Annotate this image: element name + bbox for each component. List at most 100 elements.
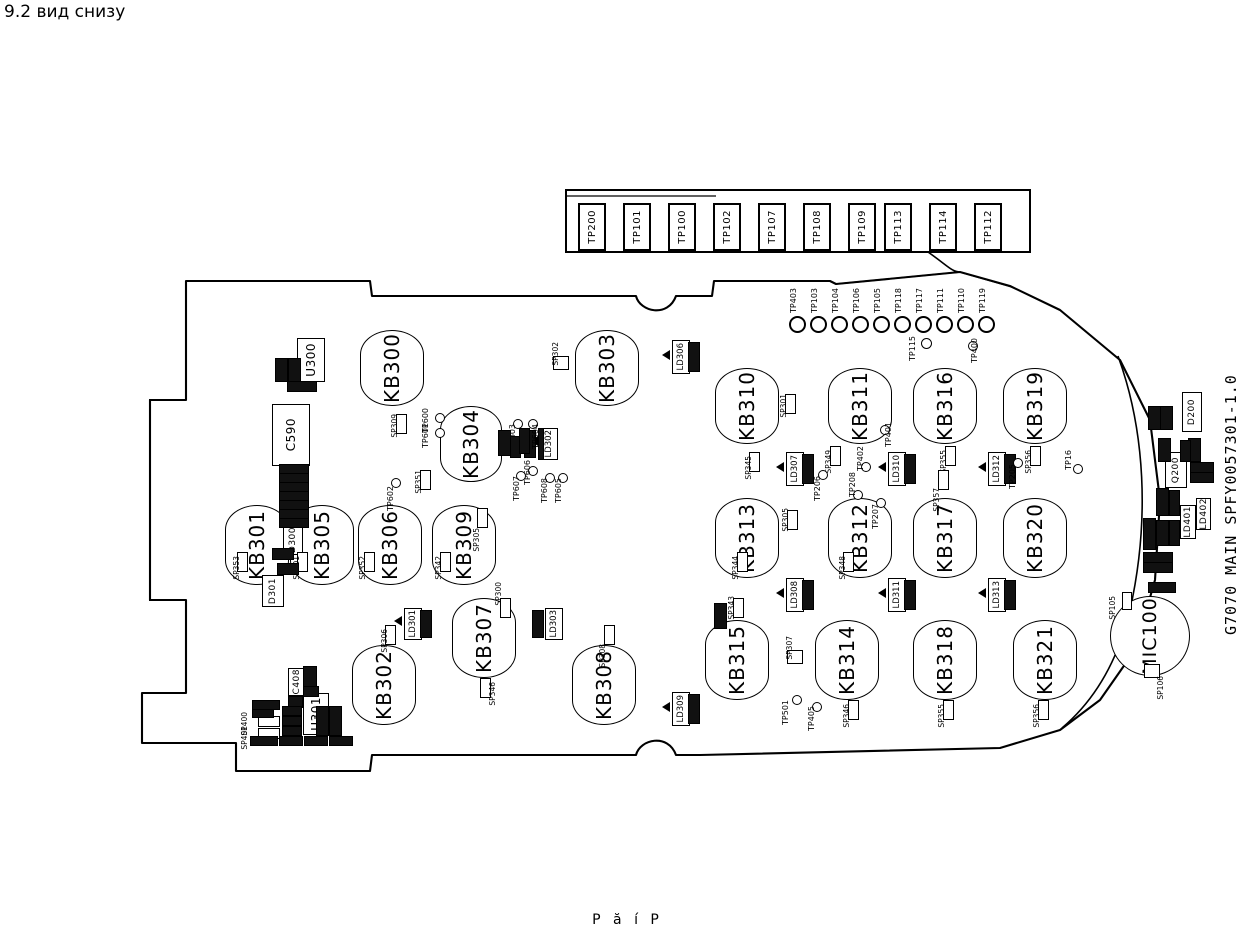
connector-tp113[interactable]: TP113 <box>884 203 912 251</box>
keypad-button-kb310[interactable]: KB310 <box>715 368 779 444</box>
test-point-tp601[interactable] <box>435 428 445 438</box>
test-point-tp16[interactable] <box>1073 464 1083 474</box>
test-point-tp106[interactable] <box>852 316 869 333</box>
solder-pad-sp352[interactable] <box>364 552 375 572</box>
test-point-tp205[interactable] <box>1013 458 1023 468</box>
test-point-tp401[interactable] <box>880 425 890 435</box>
test-point-tp206[interactable] <box>818 470 828 480</box>
component-label: U300 <box>304 343 318 377</box>
component-u300[interactable]: U300 <box>297 338 325 382</box>
component-ld402[interactable]: LD402 <box>1196 498 1211 530</box>
connector-tp101[interactable]: TP101 <box>623 203 651 251</box>
component-d301[interactable]: D301 <box>262 575 284 607</box>
solder-pad-sp305b[interactable] <box>787 510 798 530</box>
solder-pad-sp346[interactable] <box>480 678 491 698</box>
solder-pad-label: SP345 <box>744 456 753 480</box>
test-point-tp208[interactable] <box>853 490 863 500</box>
connector-tp100[interactable]: TP100 <box>668 203 696 251</box>
test-point-label: TP105 <box>873 288 882 313</box>
keypad-button-kb312[interactable]: KB312 <box>828 498 892 578</box>
keypad-button-kb306[interactable]: KB306 <box>358 505 422 585</box>
test-point-tp111[interactable] <box>936 316 953 333</box>
test-point-tp103[interactable] <box>810 316 827 333</box>
solder-pad-sp351[interactable] <box>420 470 431 490</box>
connector-tp200[interactable]: TP200 <box>578 203 606 251</box>
test-point-tp608[interactable] <box>545 473 555 483</box>
solder-pad-sp306[interactable] <box>385 625 396 645</box>
test-point-tp110[interactable] <box>957 316 974 333</box>
keypad-button-kb316[interactable]: KB316 <box>913 368 977 444</box>
test-point-tp117[interactable] <box>915 316 932 333</box>
test-point-tp606[interactable] <box>528 466 538 476</box>
solder-pad-sp355[interactable] <box>945 446 956 466</box>
silkscreen-block <box>1158 438 1171 462</box>
led-ld303[interactable]: LD303 <box>545 608 563 640</box>
component-c590[interactable]: C590 <box>272 404 310 466</box>
connector-tp102[interactable]: TP102 <box>713 203 741 251</box>
resistor-block <box>904 580 916 610</box>
keypad-button-kb320[interactable]: KB320 <box>1003 498 1067 578</box>
keypad-button-kb317[interactable]: KB317 <box>913 498 977 578</box>
component-label: C590 <box>284 418 298 452</box>
test-point-tp207[interactable] <box>876 498 886 508</box>
keypad-button-kb304[interactable]: KB304 <box>440 406 502 482</box>
keypad-button-kb300[interactable]: KB300 <box>360 330 424 406</box>
solder-pad-sp309[interactable] <box>396 414 407 434</box>
connector-tp112[interactable]: TP112 <box>974 203 1002 251</box>
solder-pad-sp356b[interactable] <box>1038 700 1049 720</box>
connector-tp107[interactable]: TP107 <box>758 203 786 251</box>
solder-pad-sp301b[interactable] <box>785 394 796 414</box>
connector-tp109[interactable]: TP109 <box>848 203 876 251</box>
solder-pad-sp106[interactable] <box>1144 664 1160 678</box>
solder-pad-sp300[interactable] <box>500 598 511 618</box>
solder-pad-sp345[interactable] <box>749 452 760 472</box>
test-point-label: TP117 <box>915 288 924 313</box>
solder-pad-sp344[interactable] <box>737 552 748 572</box>
solder-pad-sp355b[interactable] <box>943 700 954 720</box>
component-d200[interactable]: D200 <box>1182 392 1202 432</box>
keypad-label: KB315 <box>725 624 749 695</box>
keypad-button-kb319[interactable]: KB319 <box>1003 368 1067 444</box>
solder-pad-sp353[interactable] <box>237 552 248 572</box>
keypad-button-kb303[interactable]: KB303 <box>575 330 639 406</box>
connector-tp108[interactable]: TP108 <box>803 203 831 251</box>
solder-pad-sp349[interactable] <box>830 446 841 466</box>
solder-pad-sp342[interactable] <box>440 552 451 572</box>
test-point-tp603[interactable] <box>513 419 523 429</box>
solder-pad-sp357[interactable] <box>938 470 949 490</box>
connector-tp114[interactable]: TP114 <box>929 203 957 251</box>
solder-pad-sp301[interactable] <box>297 552 308 572</box>
solder-pad-sp347[interactable] <box>848 700 859 720</box>
solder-pad-sp308[interactable] <box>604 625 615 645</box>
solder-pad-sp302[interactable] <box>553 356 569 370</box>
keypad-label: KB307 <box>472 602 496 673</box>
solder-pad-sp356[interactable] <box>1030 446 1041 466</box>
solder-pad-sp343[interactable] <box>733 598 744 618</box>
component-ld401[interactable]: LD401 <box>1180 505 1196 539</box>
solder-pad-sp105[interactable] <box>1122 592 1132 610</box>
test-point-tp105[interactable] <box>873 316 890 333</box>
test-point-tp115[interactable] <box>921 338 932 349</box>
keypad-button-kb302[interactable]: KB302 <box>352 645 416 725</box>
keypad-button-kb315[interactable]: KB315 <box>705 620 769 700</box>
test-point-tp402[interactable] <box>861 462 871 472</box>
keypad-button-kb314[interactable]: KB314 <box>815 620 879 700</box>
test-point-tp605[interactable] <box>558 473 568 483</box>
test-point-tp403[interactable] <box>789 316 806 333</box>
solder-pad-sp305[interactable] <box>477 508 488 528</box>
test-point-tp119[interactable] <box>978 316 995 333</box>
test-point-tp600[interactable] <box>435 413 445 423</box>
solder-pad-sp348[interactable] <box>843 552 854 572</box>
test-point-tp607[interactable] <box>516 471 526 481</box>
test-point-tp604[interactable] <box>528 419 538 429</box>
keypad-button-kb321[interactable]: KB321 <box>1013 620 1077 700</box>
test-point-tp104[interactable] <box>831 316 848 333</box>
test-point-tp405[interactable] <box>812 702 822 712</box>
test-point-tp118[interactable] <box>894 316 911 333</box>
test-point-tp501[interactable] <box>792 695 802 705</box>
test-point-tp400[interactable] <box>968 341 978 351</box>
test-point-tp602[interactable] <box>391 478 401 488</box>
solder-pad-sp307[interactable] <box>787 650 803 664</box>
keypad-button-kb308[interactable]: KB308 <box>572 645 636 725</box>
keypad-button-kb318[interactable]: KB318 <box>913 620 977 700</box>
